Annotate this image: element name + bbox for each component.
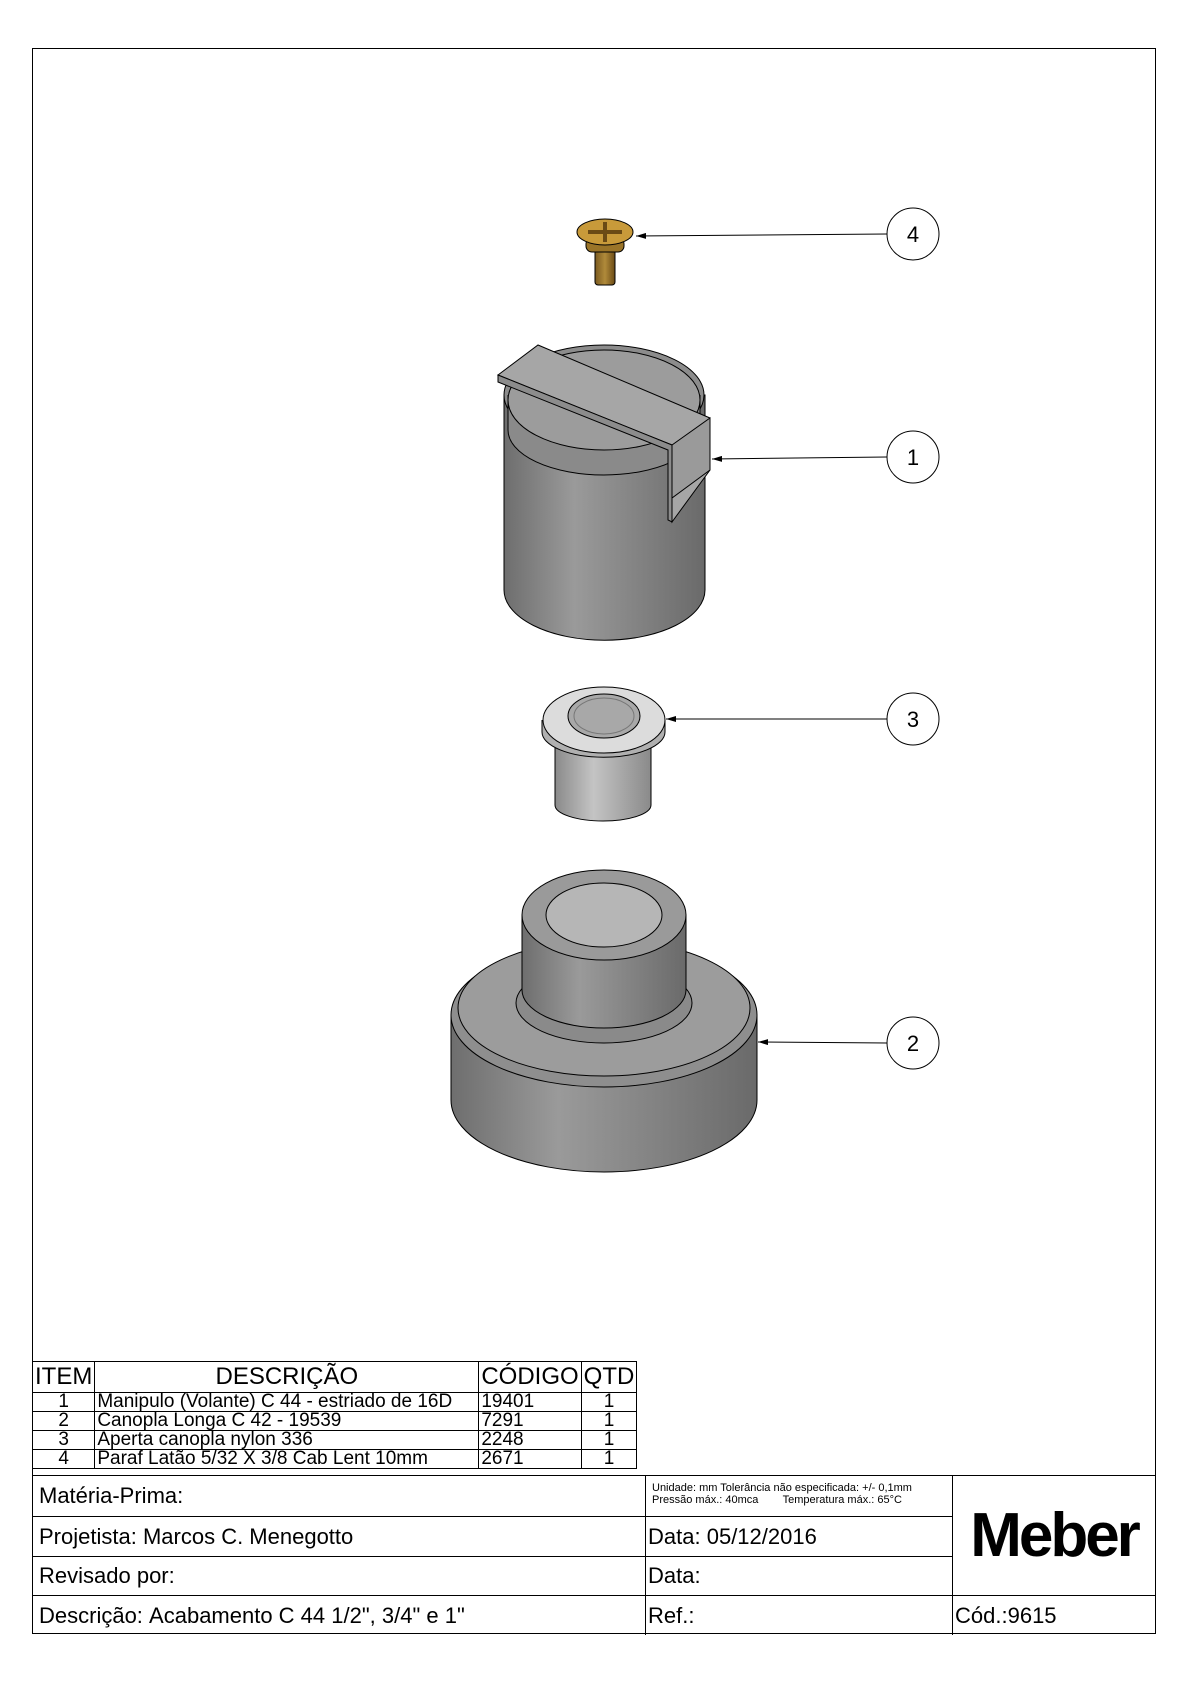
specs-line-1: Unidade: mm Tolerância não especificada:… xyxy=(652,1482,912,1494)
balloon-1: 1 xyxy=(711,430,940,484)
bom-header: ITEM DESCRIÇÃO CÓDIGO QTD xyxy=(31,1361,638,1393)
date-label: Data: xyxy=(648,1523,701,1549)
balloon-1-label: 1 xyxy=(907,445,919,470)
meber-logo: Meber xyxy=(970,1501,1141,1570)
code-value: 9615 xyxy=(1007,1602,1057,1628)
bom-description: Aperta canopla nylon 336 xyxy=(94,1430,480,1450)
bom-item: 4 xyxy=(31,1449,96,1469)
ref-label: Ref.: xyxy=(648,1602,695,1628)
table-row: 1 Manipulo (Volante) C 44 - estriado de … xyxy=(31,1392,638,1412)
bom-code: 2248 xyxy=(478,1430,582,1450)
ref-cell: Ref.: xyxy=(646,1595,953,1635)
specs-line-2: Pressão máx.: 40mca Temperatura máx.: 65… xyxy=(652,1494,902,1506)
balloon-4: 4 xyxy=(635,207,940,261)
description-cell: Descrição: Acabamento C 44 1/2", 3/4" e … xyxy=(33,1595,646,1635)
review-date-cell: Data: xyxy=(646,1556,953,1595)
bill-of-materials: ITEM DESCRIÇÃO CÓDIGO QTD 1 Manipulo (Vo… xyxy=(31,1361,638,1469)
raw-material-label: Matéria-Prima: xyxy=(39,1483,184,1508)
bom-code: 2671 xyxy=(478,1449,582,1469)
bom-code: 19401 xyxy=(478,1392,582,1412)
title-block: Matéria-Prima: Projetista: Marcos C. Men… xyxy=(32,1475,1156,1635)
raw-material-cell: Matéria-Prima: xyxy=(33,1476,646,1516)
bom-qty: 1 xyxy=(580,1392,638,1412)
date-cell: Data: 05/12/2016 xyxy=(646,1516,953,1556)
bom-header-item: ITEM xyxy=(31,1361,96,1393)
date-value: 05/12/2016 xyxy=(706,1523,817,1549)
designer-name: Marcos C. Menegotto xyxy=(142,1523,354,1549)
bom-header-code: CÓDIGO xyxy=(478,1361,582,1393)
balloon-4-label: 4 xyxy=(907,222,919,247)
review-date-label: Data: xyxy=(648,1563,701,1588)
bom-item: 2 xyxy=(31,1411,96,1431)
balloon-3-label: 3 xyxy=(907,707,919,732)
description-label: Descrição: xyxy=(39,1602,143,1628)
description-value: Acabamento C 44 1/2", 3/4" e 1" xyxy=(149,1602,465,1628)
reviewed-cell: Revisado por: xyxy=(33,1556,646,1595)
specs-cell: Unidade: mm Tolerância não especificada:… xyxy=(646,1476,953,1516)
bom-qty: 1 xyxy=(580,1430,638,1450)
bom-header-qty: QTD xyxy=(580,1361,638,1393)
part-3-nut xyxy=(541,686,666,822)
bom-description: Manipulo (Volante) C 44 - estriado de 16… xyxy=(94,1392,480,1412)
table-row: 3 Aperta canopla nylon 336 2248 1 xyxy=(31,1430,638,1450)
part-4-screw xyxy=(576,218,634,286)
bom-description: Paraf Latão 5/32 X 3/8 Cab Lent 10mm xyxy=(94,1449,480,1469)
code-cell: Cód.:9615 xyxy=(953,1595,1155,1635)
code-label: Cód.: xyxy=(955,1602,1008,1628)
table-row: 2 Canopla Longa C 42 - 19539 7291 1 xyxy=(31,1411,638,1431)
bom-code: 7291 xyxy=(478,1411,582,1431)
bom-header-description: DESCRIÇÃO xyxy=(94,1361,480,1393)
part-1-handle xyxy=(496,344,711,641)
bom-description: Canopla Longa C 42 - 19539 xyxy=(94,1411,480,1431)
part-2-canopy xyxy=(450,869,758,1173)
bom-qty: 1 xyxy=(580,1449,638,1469)
bom-item: 3 xyxy=(31,1430,96,1450)
balloon-2-label: 2 xyxy=(907,1031,919,1056)
logo-cell: Meber xyxy=(953,1476,1155,1595)
reviewed-label: Revisado por: xyxy=(39,1563,175,1588)
bom-qty: 1 xyxy=(580,1411,638,1431)
balloon-3: 3 xyxy=(666,692,940,746)
balloon-2: 2 xyxy=(757,1016,940,1070)
designer-label: Projetista: xyxy=(39,1523,137,1549)
designer-cell: Projetista: Marcos C. Menegotto xyxy=(33,1516,646,1556)
bom-item: 1 xyxy=(31,1392,96,1412)
table-row: 4 Paraf Latão 5/32 X 3/8 Cab Lent 10mm 2… xyxy=(31,1449,638,1469)
